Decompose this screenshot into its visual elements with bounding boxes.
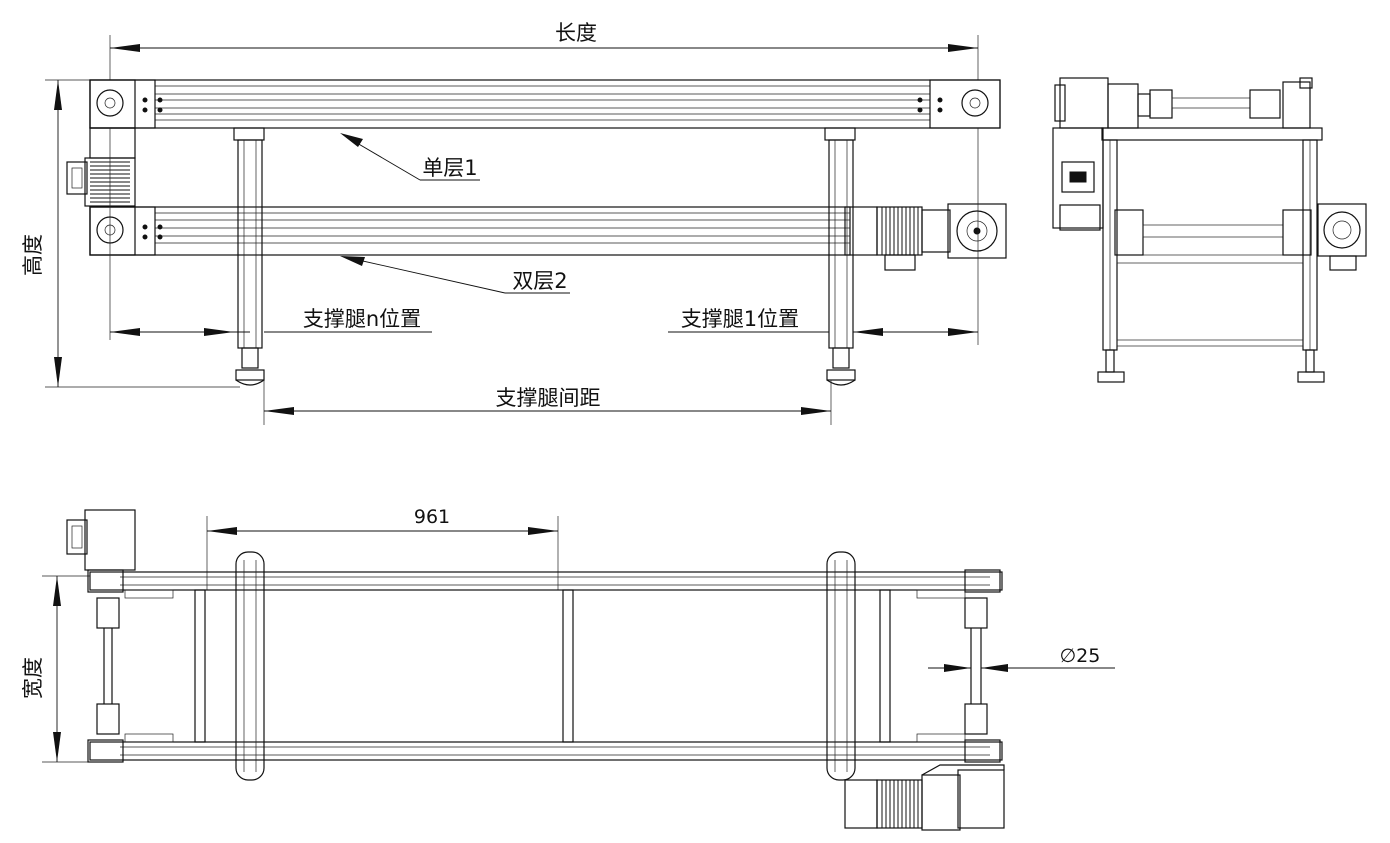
leg-1-position-dimension: 支撑腿1位置: [668, 128, 979, 345]
width-dimension: 宽度: [21, 575, 90, 763]
single-layer-label: 单层1: [422, 156, 477, 180]
spacing-961-label: 961: [414, 506, 450, 528]
top-view: 961 宽度: [21, 506, 1115, 831]
length-dimension: 长度: [109, 21, 979, 80]
leg-n-position-dimension: 支撑腿n位置: [109, 128, 432, 340]
height-label: 高度: [21, 234, 45, 276]
length-label: 长度: [555, 21, 597, 45]
diameter-label: ∅25: [1060, 645, 1101, 667]
top-view-drive-motor: [844, 764, 1005, 831]
support-leg-n: [233, 127, 265, 386]
left-drive-motor: [66, 127, 136, 207]
side-view: [1052, 77, 1367, 383]
width-label: 宽度: [21, 657, 45, 699]
leg-1-position-label: 支撑腿1位置: [681, 307, 799, 331]
double-layer-callout: 双层2: [340, 256, 570, 294]
upper-beam: [89, 79, 1001, 129]
single-layer-callout: 单层1: [340, 133, 480, 181]
diameter-callout: ∅25: [928, 645, 1115, 672]
leg-spacing-dimension: 支撑腿间距: [263, 380, 832, 425]
spacing-961-dimension: 961: [206, 506, 559, 590]
right-drive-motor: [844, 203, 1007, 271]
lower-beam: [89, 206, 851, 256]
leg-spacing-label: 支撑腿间距: [496, 386, 601, 410]
leg-n-position-label: 支撑腿n位置: [303, 307, 421, 331]
height-dimension: 高度: [21, 79, 240, 388]
double-layer-label: 双层2: [512, 269, 567, 293]
front-view: 长度 高度: [21, 21, 1007, 425]
support-leg-1: [824, 127, 856, 386]
